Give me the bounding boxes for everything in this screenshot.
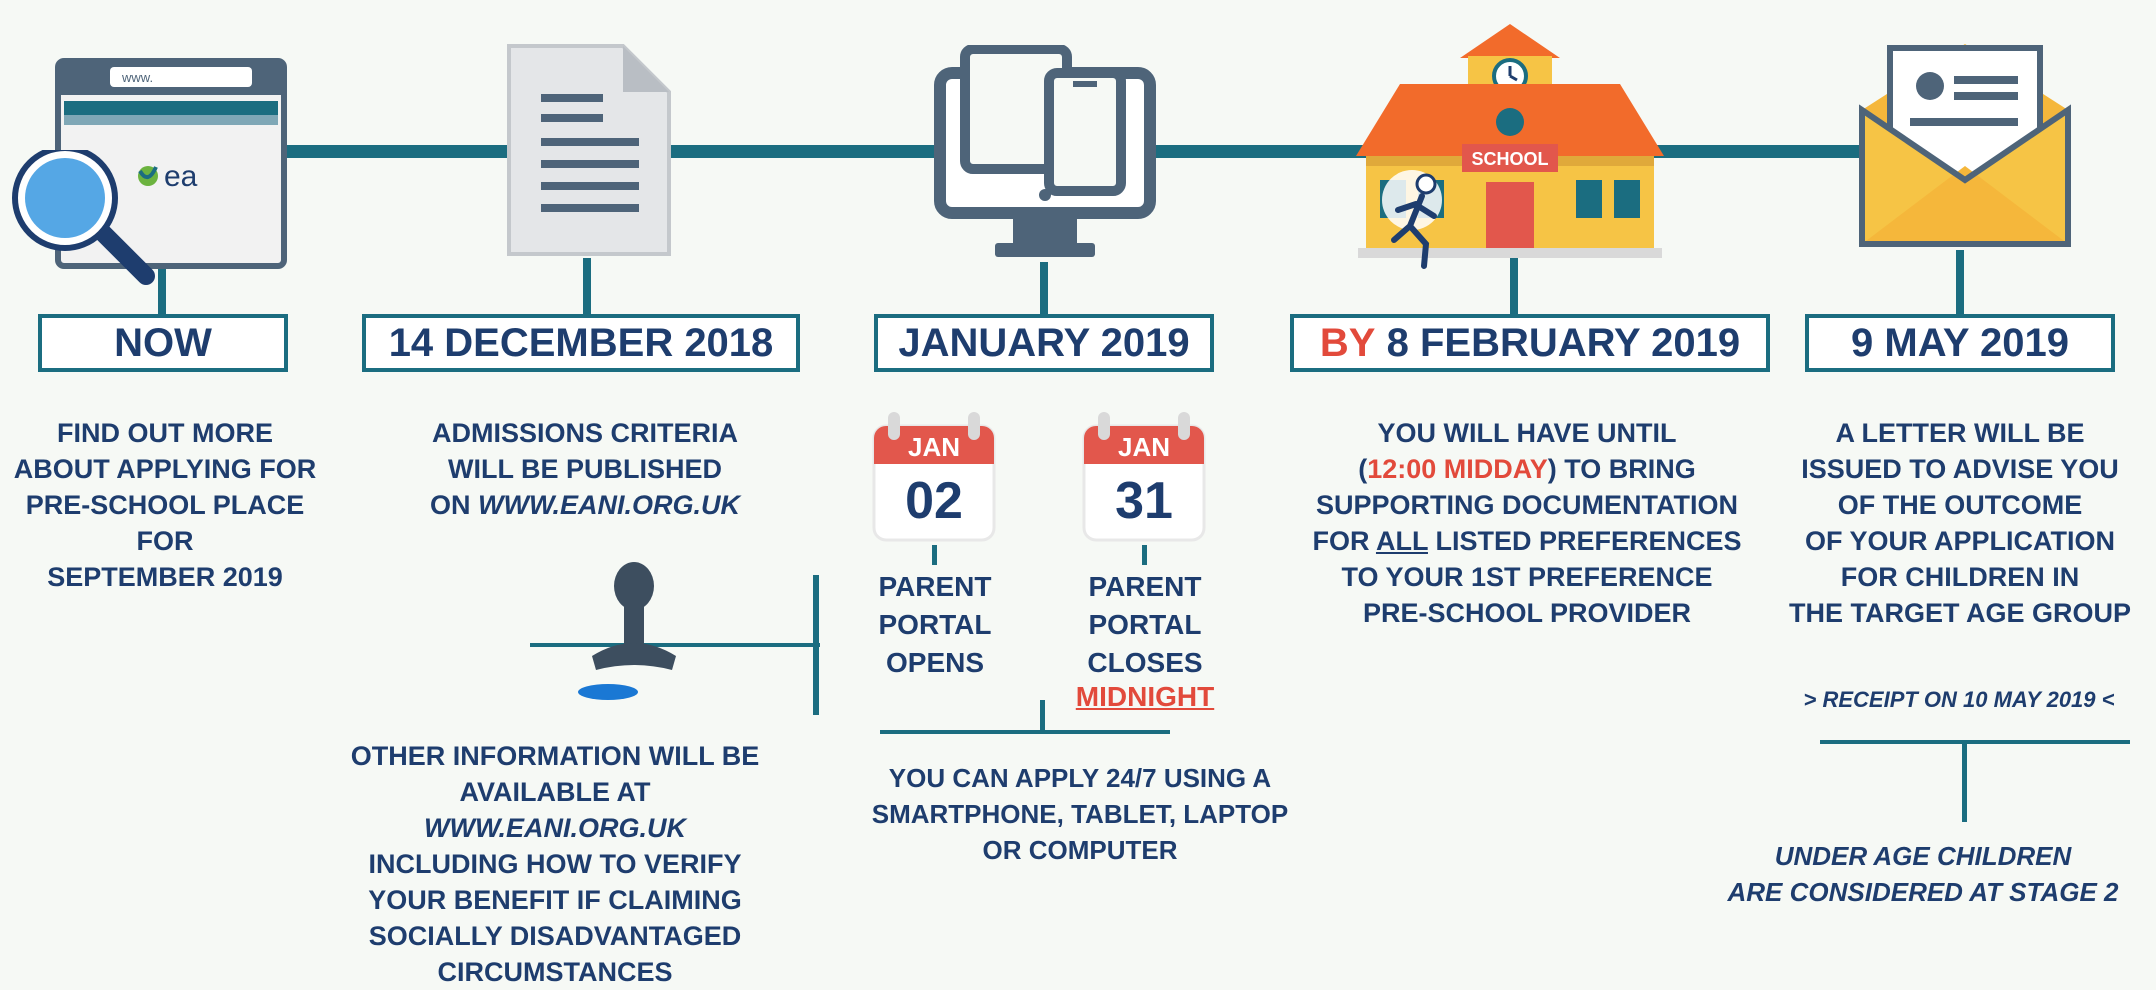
date-december-text: 14 DECEMBER 2018 bbox=[388, 320, 774, 365]
apply-line-2: SMARTPHONE, TABLET, LAPTOP bbox=[871, 799, 1289, 829]
february-paren-open: ( bbox=[1358, 454, 1368, 484]
apply-note: YOU CAN APPLY 24/7 USING A SMARTPHONE, T… bbox=[860, 760, 1300, 868]
stamp-icon bbox=[578, 562, 676, 700]
date-february: BY 8 FEBRUARY 2019 bbox=[1290, 314, 1770, 372]
february-line-4-rest: LISTED PREFERENCES bbox=[1427, 526, 1742, 556]
december-line-3: ON WWW.EANI.ORG.UK bbox=[390, 487, 780, 523]
date-february-text: 8 FEBRUARY 2019 bbox=[1386, 320, 1741, 365]
now-description: FIND OUT MORE ABOUT APPLYING FOR PRE-SCH… bbox=[0, 415, 330, 595]
date-now-text: NOW bbox=[114, 320, 212, 365]
closes-line-1: PARENT bbox=[1088, 571, 1202, 602]
browser-url: www. bbox=[121, 70, 153, 85]
under-age-line-1: UNDER AGE CHILDREN bbox=[1774, 841, 2072, 871]
february-line-4-prefix: FOR bbox=[1312, 526, 1376, 556]
connector-may bbox=[1956, 250, 1964, 314]
calendar-day-1: 02 bbox=[905, 472, 963, 530]
calendar-day-2: 31 bbox=[1115, 472, 1173, 530]
opens-line-3: OPENS bbox=[885, 647, 985, 678]
midday-highlight: 12:00 MIDDAY bbox=[1367, 454, 1548, 484]
may-line-1: A LETTER WILL BE bbox=[1835, 418, 2085, 448]
date-december: 14 DECEMBER 2018 bbox=[362, 314, 800, 372]
calendar-month-2: JAN bbox=[1118, 432, 1170, 462]
by-prefix: BY bbox=[1319, 320, 1376, 365]
february-line-4: FOR ALL LISTED PREFERENCES bbox=[1262, 523, 1792, 559]
february-line-1: YOU WILL HAVE UNTIL bbox=[1377, 418, 1677, 448]
apply-line-3: OR COMPUTER bbox=[982, 835, 1178, 865]
calendar-month-1: JAN bbox=[908, 432, 960, 462]
connector-now bbox=[158, 262, 166, 314]
now-line-3: PRE-SCHOOL PLACE FOR bbox=[25, 490, 305, 556]
february-line-2: (12:00 MIDDAY) TO BRING bbox=[1262, 451, 1792, 487]
may-description: A LETTER WILL BE ISSUED TO ADVISE YOU OF… bbox=[1770, 415, 2150, 631]
portal-opens-label: PARENT PORTAL OPENS bbox=[860, 568, 1010, 682]
devices-icon bbox=[934, 45, 1156, 257]
december-line-3-prefix: ON bbox=[430, 490, 479, 520]
stamp-bracket-horizontal bbox=[530, 643, 820, 647]
midnight-note: MIDNIGHT bbox=[1075, 681, 1215, 712]
closes-line-2: PORTAL bbox=[1088, 609, 1202, 640]
date-may-text: 9 MAY 2019 bbox=[1851, 320, 2069, 365]
opens-line-1: PARENT bbox=[878, 571, 992, 602]
opens-line-2: PORTAL bbox=[878, 609, 992, 640]
all-underlined: ALL bbox=[1375, 526, 1428, 556]
february-line-3: SUPPORTING DOCUMENTATION bbox=[1316, 490, 1738, 520]
date-may: 9 MAY 2019 bbox=[1805, 314, 2115, 372]
under-age-note: UNDER AGE CHILDREN ARE CONSIDERED AT STA… bbox=[1690, 838, 2156, 910]
calendar-icon-02: JAN 02 bbox=[872, 412, 996, 542]
may-line-5: FOR CHILDREN IN bbox=[1840, 562, 2080, 592]
december-line-1: ADMISSIONS CRITERIA bbox=[431, 418, 739, 448]
running-person-icon bbox=[1382, 170, 1442, 269]
other-line-5: SOCIALLY DISADVANTAGED bbox=[368, 921, 742, 951]
february-line-2-rest: ) TO BRING bbox=[1547, 454, 1696, 484]
february-line-6: PRE-SCHOOL PROVIDER bbox=[1362, 598, 1692, 628]
now-line-1: FIND OUT MORE bbox=[57, 418, 273, 448]
eani-link-2[interactable]: WWW.EANI.ORG.UK bbox=[424, 813, 686, 843]
school-icon: SCHOOL bbox=[1356, 24, 1664, 258]
receipt-bracket-horizontal bbox=[1820, 740, 2130, 744]
may-line-2: ISSUED TO ADVISE YOU bbox=[1801, 454, 2119, 484]
calendar-connector-2 bbox=[1142, 545, 1147, 565]
under-age-line-2: ARE CONSIDERED AT STAGE 2 bbox=[1727, 877, 2119, 907]
may-line-6: THE TARGET AGE GROUP bbox=[1788, 598, 2131, 628]
closes-line-3: CLOSES bbox=[1087, 647, 1203, 678]
receipt-note: > RECEIPT ON 10 MAY 2019 < bbox=[1803, 687, 2115, 712]
february-description: YOU WILL HAVE UNTIL (12:00 MIDDAY) TO BR… bbox=[1262, 415, 1792, 631]
other-line-2: AVAILABLE AT WWW.EANI.ORG.UK bbox=[335, 774, 775, 846]
eani-link-1[interactable]: WWW.EANI.ORG.UK bbox=[478, 490, 740, 520]
other-line-6: CIRCUMSTANCES bbox=[437, 957, 673, 987]
calendar-connector-1 bbox=[932, 545, 937, 565]
february-line-5: TO YOUR 1ST PREFERENCE bbox=[1341, 562, 1713, 592]
december-line-2: WILL BE PUBLISHED bbox=[447, 454, 722, 484]
connector-january bbox=[1040, 262, 1048, 314]
school-sign: SCHOOL bbox=[1471, 149, 1548, 169]
other-line-2-prefix: AVAILABLE AT bbox=[459, 777, 651, 807]
document-icon bbox=[507, 44, 671, 256]
envelope-icon bbox=[1859, 44, 2071, 247]
december-description: ADMISSIONS CRITERIA WILL BE PUBLISHED ON… bbox=[390, 415, 780, 523]
date-january: JANUARY 2019 bbox=[874, 314, 1214, 372]
apply-bracket-horizontal bbox=[880, 730, 1170, 734]
receipt-bracket-vertical bbox=[1962, 742, 1967, 822]
other-line-3: INCLUDING HOW TO VERIFY bbox=[368, 849, 742, 879]
other-line-1: OTHER INFORMATION WILL BE bbox=[350, 741, 760, 771]
may-line-4: OF YOUR APPLICATION bbox=[1804, 526, 2115, 556]
date-january-text: JANUARY 2019 bbox=[898, 320, 1190, 365]
now-line-4: SEPTEMBER 2019 bbox=[47, 562, 283, 592]
ea-logo-text: ea bbox=[164, 160, 198, 193]
portal-closes-label: PARENT PORTAL CLOSES MIDNIGHT bbox=[1060, 568, 1230, 712]
calendar-icon-31: JAN 31 bbox=[1082, 412, 1206, 542]
connector-december bbox=[583, 258, 591, 314]
other-line-4: YOUR BENEFIT IF CLAIMING bbox=[368, 885, 742, 915]
may-line-3: OF THE OUTCOME bbox=[1837, 490, 2083, 520]
apply-bracket-vertical bbox=[1040, 700, 1045, 732]
now-line-2: ABOUT APPLYING FOR bbox=[13, 454, 317, 484]
magnifier-icon bbox=[12, 150, 155, 285]
date-now: NOW bbox=[38, 314, 288, 372]
apply-line-1: YOU CAN APPLY 24/7 USING A bbox=[888, 763, 1272, 793]
stamp-bracket-vertical bbox=[813, 575, 819, 715]
other-information: OTHER INFORMATION WILL BE AVAILABLE AT W… bbox=[335, 738, 775, 990]
connector-february bbox=[1510, 238, 1518, 314]
